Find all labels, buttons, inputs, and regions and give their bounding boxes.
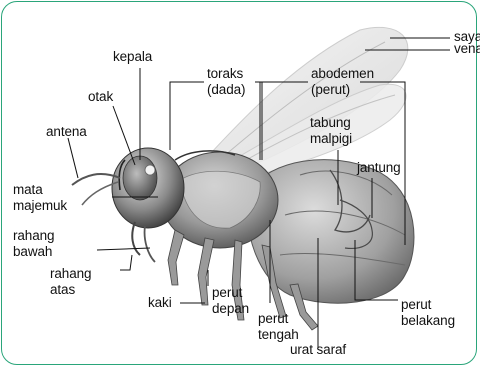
- label-kaki: kaki: [148, 295, 172, 311]
- label-abdomen: abodemen(perut): [311, 66, 374, 98]
- label-antena: antena: [46, 124, 87, 140]
- label-urat-saraf: urat saraf: [290, 342, 346, 358]
- label-kepala: kepala: [113, 49, 152, 65]
- label-jantung: jantung: [357, 160, 401, 176]
- label-toraks: toraks(dada): [207, 66, 245, 98]
- label-vena: vena: [454, 41, 480, 57]
- label-otak: otak: [88, 89, 113, 105]
